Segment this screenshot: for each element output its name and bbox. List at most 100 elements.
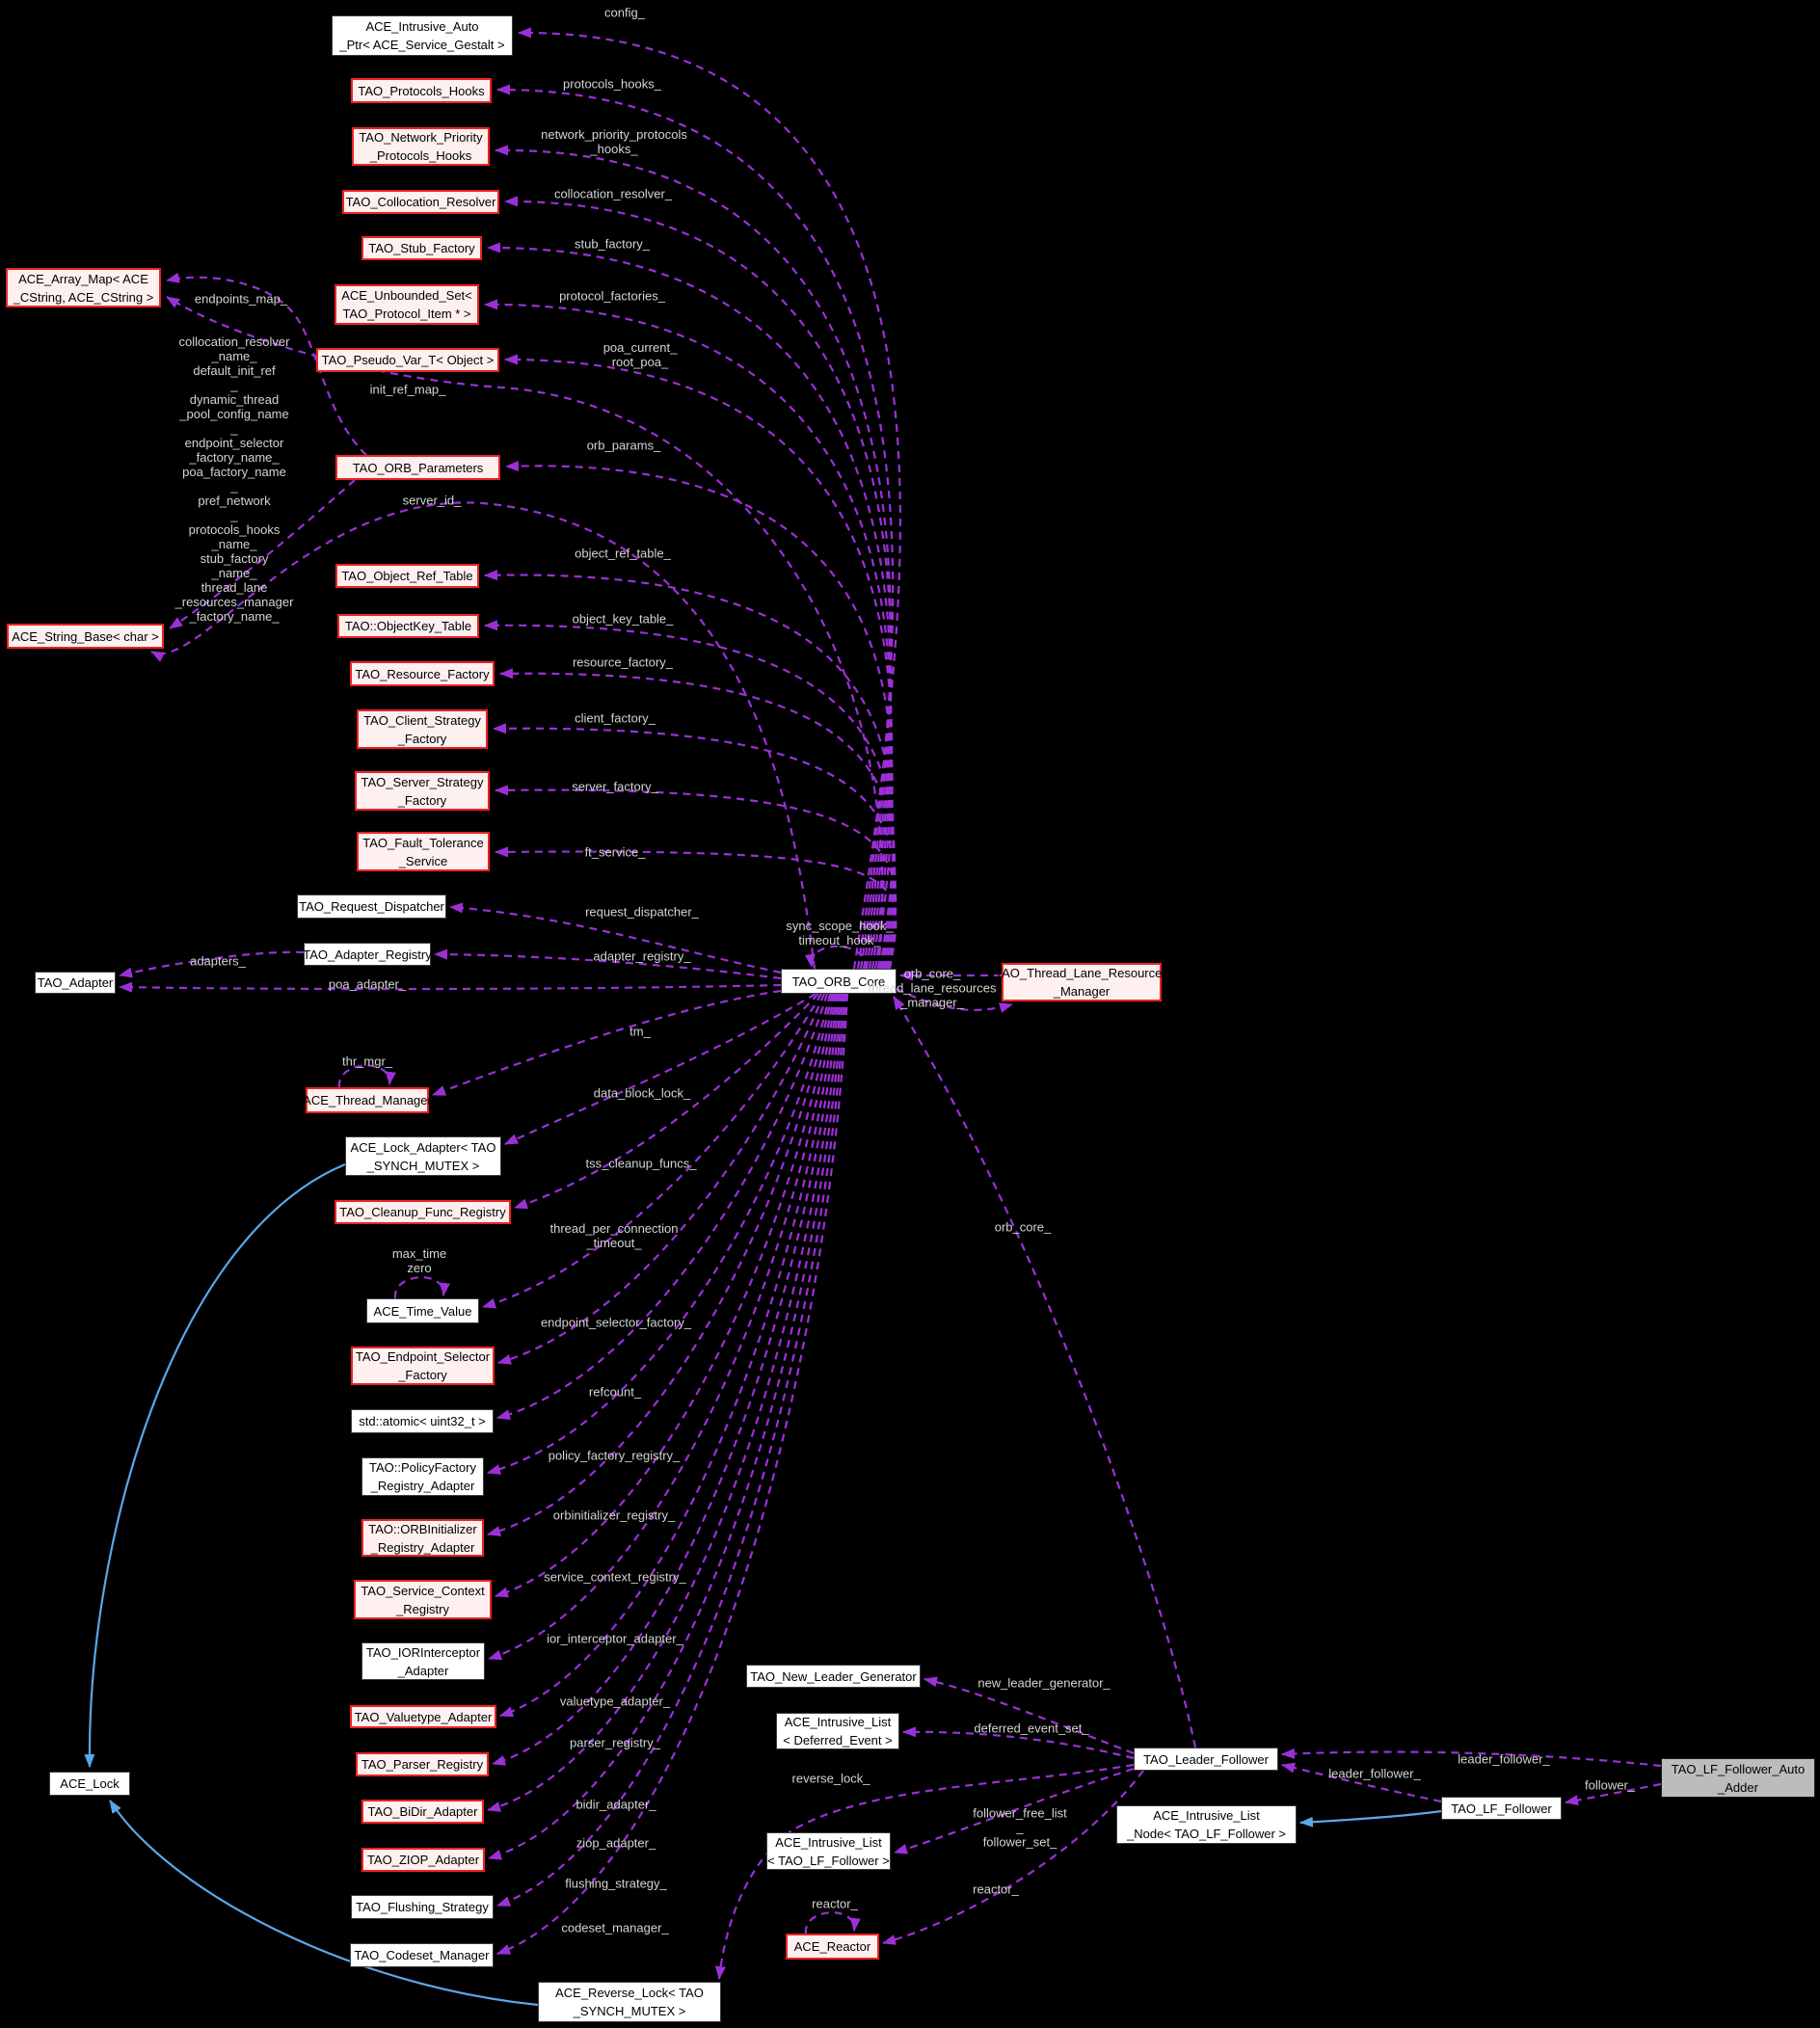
node-label: ACE_Intrusive_List	[784, 1715, 892, 1729]
node-tao-service-context-registry[interactable]: TAO_Service_Context_Registry	[354, 1580, 492, 1619]
edge-label-line: _factory_name_	[189, 450, 280, 465]
node-tao-thread-lane-resources-manager[interactable]: TAO_Thread_Lane_Resources_Manager	[995, 963, 1168, 1001]
node-ace-reverse-lock[interactable]: ACE_Reverse_Lock< TAO_SYNCH_MUTEX >	[538, 1982, 721, 2022]
node-tao-orb-parameters[interactable]: TAO_ORB_Parameters	[335, 455, 500, 480]
node-label: ACE_String_Base< char >	[12, 628, 159, 644]
node-tao-orbinitializer-registry-adapter[interactable]: TAO::ORBInitializer_Registry_Adapter	[361, 1519, 484, 1557]
node-label: _Service	[398, 853, 448, 868]
node-label: TAO_Adapter	[37, 975, 114, 990]
node-tao-lf-follower[interactable]: TAO_LF_Follower	[1441, 1797, 1562, 1820]
node-tao-server-strategy-factory[interactable]: TAO_Server_Strategy_Factory	[355, 771, 490, 811]
node-ace-reactor[interactable]: ACE_Reactor	[786, 1934, 879, 1960]
edge-label-line: tss_cleanup_funcs_	[585, 1156, 697, 1171]
edge-label-line: data_block_lock_	[593, 1085, 691, 1101]
edge-label-endpoint-selector-factory: endpoint_selector_factory_	[541, 1316, 691, 1330]
node-ace-intrusive-list-node[interactable]: ACE_Intrusive_List_Node< TAO_LF_Follower…	[1116, 1805, 1297, 1844]
node-ace-string-base[interactable]: ACE_String_Base< char >	[7, 624, 164, 649]
node-tao-collocation-resolver[interactable]: TAO_Collocation_Resolver	[342, 190, 499, 214]
node-tao-iorinterceptor-adapter[interactable]: TAO_IORInterceptor_Adapter	[361, 1642, 485, 1680]
node-tao-leader-follower[interactable]: TAO_Leader_Follower	[1134, 1748, 1278, 1771]
node-label: _Registry_Adapter	[370, 1479, 475, 1493]
edge-label-line: sync_scope_hook_	[786, 919, 894, 933]
edge-label-line: orb_core_	[903, 966, 961, 981]
node-tao-cleanup-func-registry[interactable]: TAO_Cleanup_Func_Registry	[335, 1200, 511, 1224]
edge-label-line: protocols_hooks_	[563, 76, 661, 92]
edge-label-thr-mgr: thr_mgr_	[342, 1054, 392, 1069]
edge-label-orb-params: orb_params_	[587, 439, 661, 453]
node-label: < Deferred_Event >	[783, 1733, 893, 1748]
node-tao-network-priority-protocols-hooks[interactable]: TAO_Network_Priority_Protocols_Hooks	[352, 127, 490, 166]
edge-label-poa-current: poa_current_root_poa_	[603, 340, 678, 369]
node-tao-object-ref-table[interactable]: TAO_Object_Ref_Table	[335, 564, 479, 588]
node-tao-request-dispatcher[interactable]: TAO_Request_Dispatcher	[297, 894, 446, 919]
edge-label-line: protocol_factories_	[559, 288, 665, 304]
node-tao-fault-tolerance-service[interactable]: TAO_Fault_Tolerance_Service	[357, 832, 490, 871]
edge-label-line: default_init_ref	[193, 363, 276, 378]
node-tao-parser-registry[interactable]: TAO_Parser_Registry	[356, 1752, 489, 1776]
node-tao-codeset-manager[interactable]: TAO_Codeset_Manager	[350, 1943, 494, 1967]
edge-endpoints-map	[166, 272, 367, 456]
edge-label-network-priority-protocols: network_priority_protocols_hooks_	[541, 127, 687, 156]
edge-label-orbinitializer-registry: orbinitializer_registry_	[553, 1508, 675, 1523]
node-ace-array-map[interactable]: ACE_Array_Map< ACE_CString, ACE_CString …	[6, 268, 161, 307]
node-label: TAO_Cleanup_Func_Registry	[339, 1205, 506, 1219]
node-tao-ziop-adapter[interactable]: TAO_ZIOP_Adapter	[361, 1848, 485, 1872]
node-label: TAO_BiDir_Adapter	[367, 1804, 478, 1819]
node-tao-policyfactory-registry-adapter[interactable]: TAO::PolicyFactory_Registry_Adapter	[361, 1457, 484, 1496]
node-tao-bidir-adapter[interactable]: TAO_BiDir_Adapter	[361, 1800, 484, 1824]
node-label: TAO_New_Leader_Generator	[750, 1668, 917, 1684]
node-ace-thread-manager[interactable]: ACE_Thread_Manager	[303, 1087, 432, 1113]
node-tao-valuetype-adapter[interactable]: TAO_Valuetype_Adapter	[350, 1705, 496, 1728]
edge-orbinitializer-registry	[487, 993, 834, 1536]
node-ace-lock[interactable]: ACE_Lock	[49, 1772, 130, 1796]
edge-label-endpoints-map: endpoints_map_	[195, 292, 287, 307]
node-label: TAO_Request_Dispatcher	[299, 899, 444, 914]
edge-label-line: deferred_event_set_	[974, 1721, 1089, 1736]
node-tao-client-strategy-factory[interactable]: TAO_Client_Strategy_Factory	[357, 709, 488, 749]
edge-object-ref-table	[484, 570, 895, 970]
node-label: ACE_Array_Map< ACE	[18, 271, 148, 286]
node-tao-new-leader-generator[interactable]: TAO_New_Leader_Generator	[746, 1665, 921, 1688]
node-tao-flushing-strategy[interactable]: TAO_Flushing_Strategy	[351, 1895, 494, 1919]
node-ace-intrusive-auto-ptr[interactable]: ACE_Intrusive_Auto_Ptr< ACE_Service_Gest…	[332, 15, 513, 56]
edge-label-line: thread_lane	[201, 580, 268, 595]
edge-label-line: _factory_name_	[189, 609, 280, 624]
edge-label-server-factory: server_factory_	[572, 780, 658, 794]
edge-label-line: server_factory_	[572, 779, 658, 794]
edge-label-ft-service: ft_service_	[585, 845, 646, 860]
edge-label-line: tm_	[629, 1024, 651, 1039]
node-ace-time-value[interactable]: ACE_Time_Value	[366, 1298, 479, 1323]
edge-thread-lane-resources-manager	[896, 988, 1013, 1013]
edge-label-protocol-factories: protocol_factories_	[559, 289, 665, 304]
node-tao-objectkey-table[interactable]: TAO::ObjectKey_Table	[337, 614, 479, 638]
node-tao-adapter[interactable]: TAO_Adapter	[35, 972, 116, 994]
node-tao-pseudo-var-t[interactable]: TAO_Pseudo_Var_T< Object >	[316, 348, 499, 372]
edge-label-deferred-event-set: deferred_event_set_	[974, 1721, 1088, 1736]
node-tao-orb-core[interactable]: TAO_ORB_Core	[781, 969, 897, 994]
node-ace-unbounded-set[interactable]: ACE_Unbounded_Set<TAO_Protocol_Item * >	[335, 284, 479, 325]
node-ace-intrusive-list-lf-follower[interactable]: ACE_Intrusive_List < TAO_LF_Follower >	[766, 1832, 891, 1870]
node-label: TAO_Collocation_Resolver	[345, 195, 496, 209]
node-tao-resource-factory[interactable]: TAO_Resource_Factory	[350, 661, 495, 686]
node-label: TAO_Protocols_Hooks	[358, 83, 485, 98]
edge-label-line: _name_	[211, 566, 257, 580]
node-label: < TAO_LF_Follower >	[767, 1853, 890, 1868]
node-tao-endpoint-selector-factory[interactable]: TAO_Endpoint_Selector_Factory	[351, 1347, 495, 1385]
node-tao-stub-factory[interactable]: TAO_Stub_Factory	[361, 236, 482, 260]
edge-parser-registry	[492, 993, 842, 1766]
edge-label-line: reactor_	[812, 1896, 858, 1911]
node-ace-intrusive-list-deferred-event[interactable]: ACE_Intrusive_List < Deferred_Event >	[776, 1713, 899, 1749]
node-tao-lf-follower-auto-adder[interactable]: TAO_LF_Follower_Auto_Adder	[1661, 1758, 1815, 1798]
edge-init-ref-map	[166, 296, 884, 970]
node-label: TAO_Leader_Follower	[1143, 1751, 1269, 1767]
edge-adapters	[119, 950, 305, 978]
edge-label-line: _resources_manager	[174, 595, 294, 609]
node-ace-lock-adapter[interactable]: ACE_Lock_Adapter< TAO_SYNCH_MUTEX >	[345, 1136, 501, 1176]
edge-label-tss-cleanup-funcs: tss_cleanup_funcs_	[586, 1157, 697, 1171]
node-label: ACE_Intrusive_List	[775, 1834, 882, 1850]
node-tao-adapter-registry[interactable]: TAO_Adapter_Registry	[303, 943, 432, 966]
node-std-atomic-uint32[interactable]: std::atomic< uint32_t >	[351, 1409, 494, 1433]
node-tao-protocols-hooks[interactable]: TAO_Protocols_Hooks	[351, 78, 492, 103]
